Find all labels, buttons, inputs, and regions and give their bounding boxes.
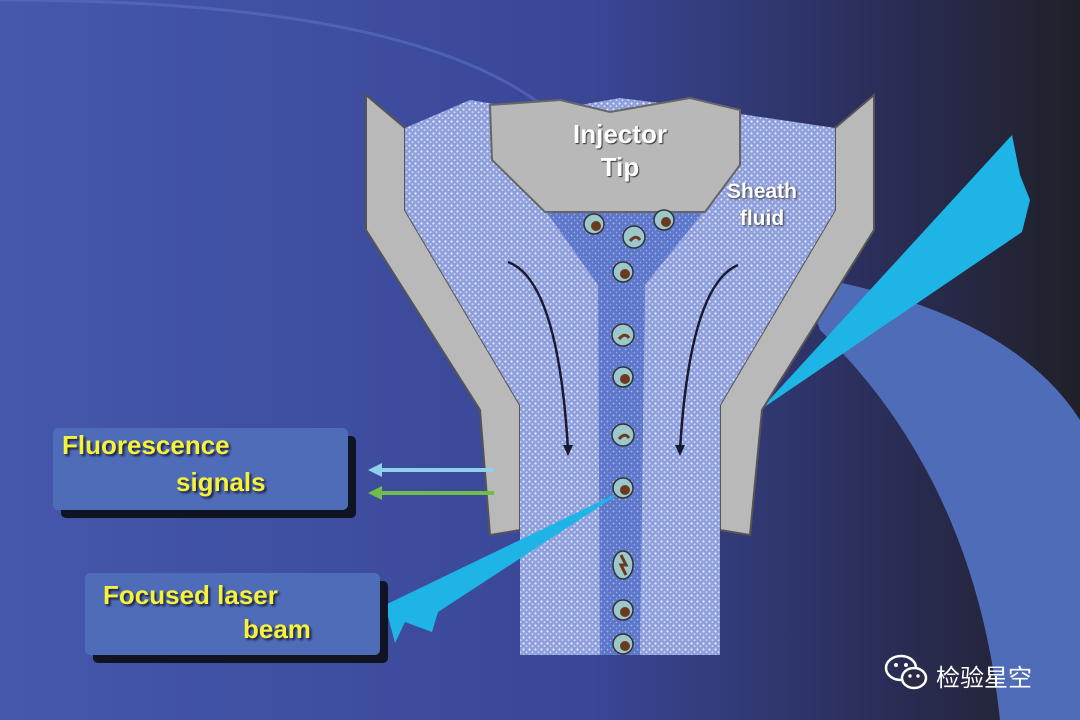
- injector-tip-label-line1: Injector: [573, 119, 667, 149]
- flow-arrow-left: [507, 260, 570, 451]
- cell: [612, 477, 634, 499]
- cell: [612, 261, 634, 283]
- wechat-icon: [884, 654, 928, 690]
- focused-laser-beam: [385, 488, 628, 643]
- injector-tip-label-line2: Tip: [600, 152, 640, 182]
- cell: [611, 423, 635, 447]
- signal-arrow-cyan-head: [368, 463, 382, 477]
- cell: [583, 213, 605, 235]
- cell: [622, 225, 646, 249]
- focused-laser-beam-box: [85, 573, 380, 655]
- flow-arrow-right: [678, 263, 739, 451]
- background-arc-top: [0, 0, 562, 122]
- incoming-laser-beam: [760, 135, 1030, 410]
- sheath-fluid-label-line2: fluid: [739, 207, 785, 230]
- cells: [583, 209, 675, 655]
- background-swoosh: [800, 275, 1080, 720]
- fluorescence-label-line1: Fluorescence: [62, 430, 230, 460]
- flow-arrow-left-head: [563, 445, 573, 456]
- laser-label-line1: Focused laser: [103, 580, 278, 610]
- fluorescence-signals-box: [53, 428, 348, 510]
- sheath-fluid-label: Sheath fluid: [716, 178, 808, 232]
- cell: [653, 209, 675, 231]
- watermark: 检验星空: [880, 652, 1060, 692]
- cell: [612, 633, 634, 655]
- cell: [612, 599, 634, 621]
- signal-arrow-green-head: [368, 486, 382, 500]
- cell: [612, 550, 634, 580]
- laser-label-line2: beam: [243, 614, 311, 644]
- watermark-text: 检验星空: [936, 664, 1032, 692]
- fluorescence-label-line2: signals: [176, 467, 266, 497]
- flow-arrow-right-head: [675, 445, 685, 456]
- cell: [612, 366, 634, 388]
- sheath-fluid-label-line1: Sheath: [726, 180, 797, 203]
- cell: [611, 323, 635, 347]
- injector-tip-label: Injector Tip: [540, 118, 700, 184]
- injector-tip: [488, 96, 741, 213]
